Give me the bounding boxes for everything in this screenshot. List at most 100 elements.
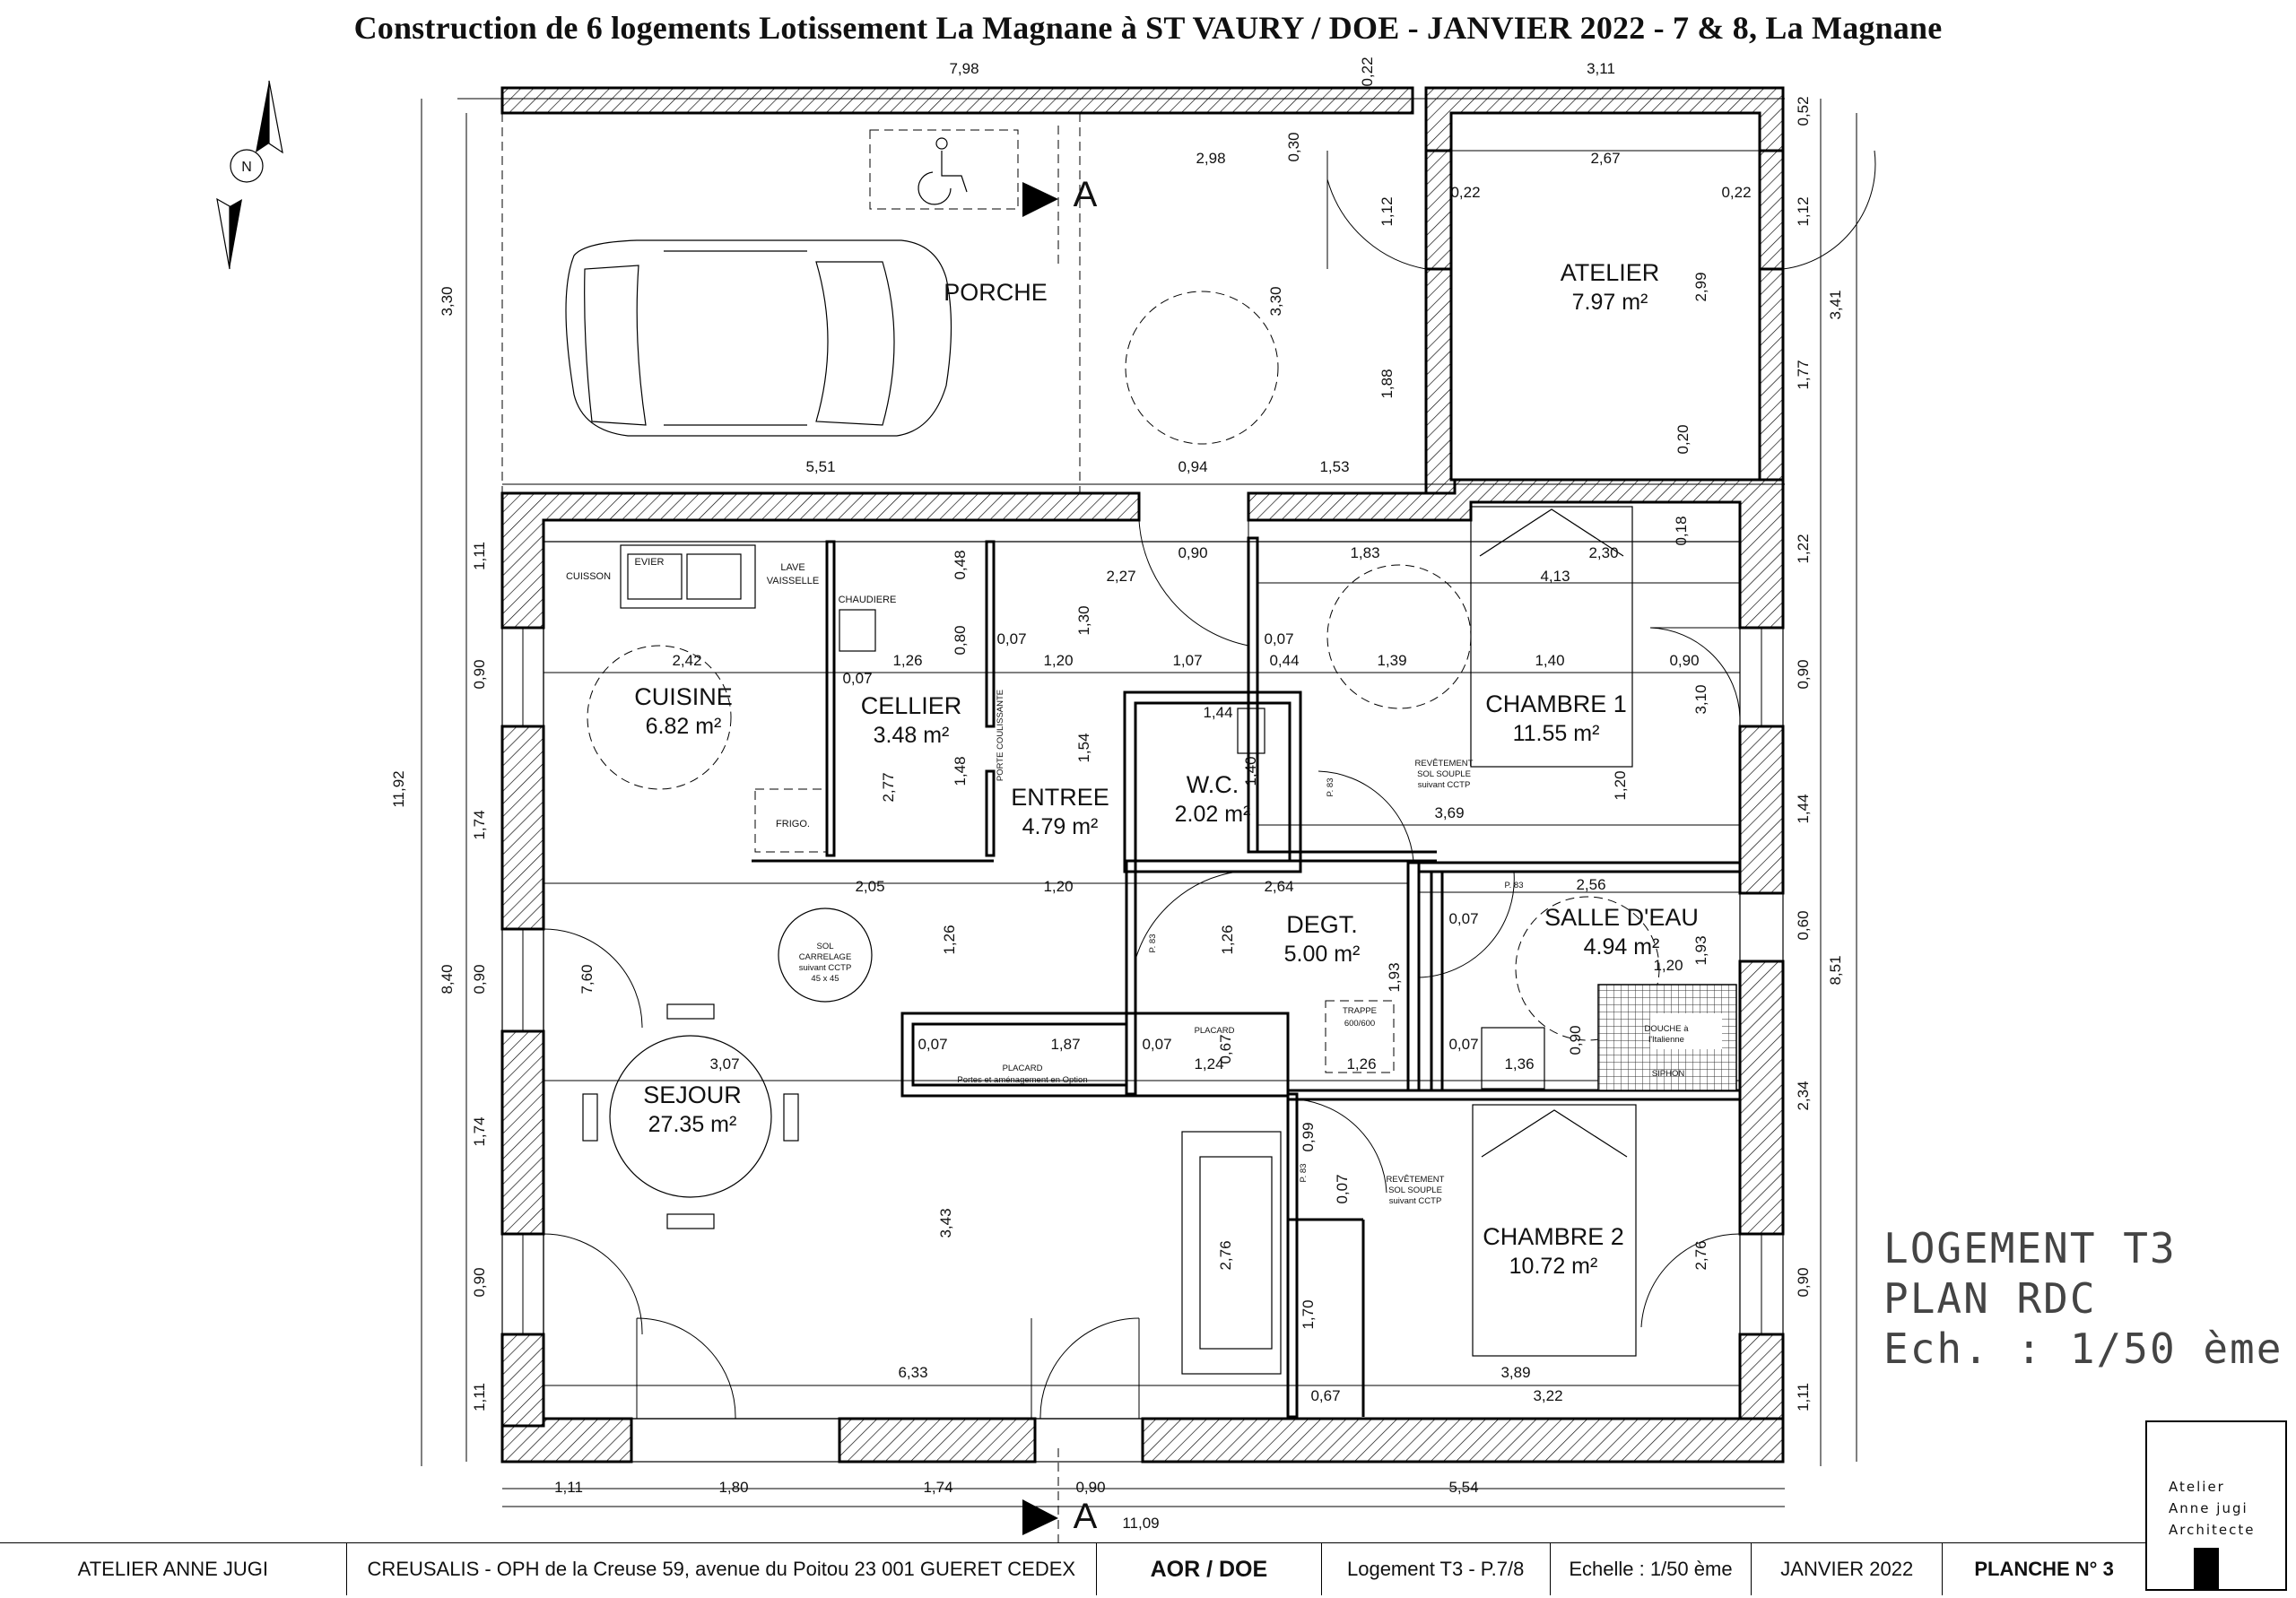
dim-1-54: 1,54 xyxy=(1075,733,1092,762)
dim-0-07-a: 0,07 xyxy=(996,630,1026,647)
dim-0-67-b: 0,67 xyxy=(1310,1387,1340,1404)
handicap-parking-sign xyxy=(869,129,1019,210)
dim-bottom-1-11: 1,11 xyxy=(554,1479,583,1496)
dim-0-90-e: 0,90 xyxy=(1567,1025,1584,1055)
room-area-wc: 2.02 m² xyxy=(1175,802,1251,827)
dim-1-36: 1,36 xyxy=(1504,1055,1534,1073)
dim-0-22-a: 0,22 xyxy=(1359,56,1376,86)
dim-0-07-d: 0,07 xyxy=(1448,910,1478,927)
dim-1-44-b: 1,44 xyxy=(1203,704,1232,721)
dim-right-2-34: 2,34 xyxy=(1795,1081,1812,1110)
dim-0-07-h: 0,07 xyxy=(1334,1174,1351,1203)
dim-0-07-c: 0,07 xyxy=(1264,630,1293,647)
room-area-salle-eau: 4.94 m² xyxy=(1584,934,1660,960)
dim-2-77: 2,77 xyxy=(880,772,897,802)
dim-1-20-d: 1,20 xyxy=(1653,957,1683,974)
dim-4-13: 4,13 xyxy=(1540,568,1570,585)
dim-1-20-a: 1,20 xyxy=(1043,652,1073,669)
dim-3-89: 3,89 xyxy=(1500,1364,1530,1381)
label-rev2-b: SOL SOUPLE xyxy=(1388,1185,1442,1195)
label-douche-1: DOUCHE à xyxy=(1644,1024,1689,1034)
boiler xyxy=(839,609,876,652)
dim-7-98: 7,98 xyxy=(949,60,978,77)
label-rev2-c: suivant CCTP xyxy=(1389,1196,1442,1206)
label-sol-2: CARRELAGE xyxy=(799,952,852,962)
dim-bottom-11-09: 11,09 xyxy=(1122,1515,1159,1532)
dim-0-07-f: 0,07 xyxy=(1142,1036,1171,1053)
label-rev1-b: SOL SOUPLE xyxy=(1417,769,1471,779)
north-letter: N xyxy=(241,160,252,175)
dim-door-0-90: 0,90 xyxy=(1178,544,1207,561)
logo-mark xyxy=(2194,1548,2219,1591)
dim-right-0-90-a: 0,90 xyxy=(1795,659,1812,689)
label-placard-1: PLACARD xyxy=(1003,1064,1043,1073)
cartouche-architect: ATELIER ANNE JUGI xyxy=(0,1543,347,1595)
cartouche-planche: PLANCHE N° 3 xyxy=(1974,1558,2114,1580)
legend-line-2: PLAN RDC xyxy=(1883,1274,2097,1323)
label-sol-1: SOL xyxy=(816,942,833,951)
logo-line-3: Architecte xyxy=(2169,1522,2256,1538)
dim-1-70: 1,70 xyxy=(1300,1299,1317,1329)
room-name-chambre2: CHAMBRE 2 xyxy=(1483,1223,1624,1250)
dim-0-18: 0,18 xyxy=(1673,516,1690,545)
dim-bottom-1-74: 1,74 xyxy=(923,1479,952,1496)
dim-1-26-b: 1,26 xyxy=(941,925,958,954)
dim-3-22: 3,22 xyxy=(1533,1387,1562,1404)
dim-0-30: 0,30 xyxy=(1285,132,1302,161)
label-p83-a: P. 83 xyxy=(1326,778,1335,797)
dim-2-05: 2,05 xyxy=(855,878,884,895)
dim-8-51: 8,51 xyxy=(1827,955,1844,985)
bed-chambre2 xyxy=(1472,1104,1637,1357)
dimension-lines xyxy=(421,98,1857,1507)
dim-5-51: 5,51 xyxy=(805,458,835,475)
kitchen-turning-circle xyxy=(587,645,732,790)
dim-2-98: 2,98 xyxy=(1196,150,1225,167)
dim-0-07-b: 0,07 xyxy=(842,670,872,687)
room-name-chambre1: CHAMBRE 1 xyxy=(1485,690,1627,717)
dim-6-33: 6,33 xyxy=(898,1364,927,1381)
dim-bottom-1-80: 1,80 xyxy=(718,1479,748,1496)
dim-3-11: 3,11 xyxy=(1587,60,1615,77)
exterior-walls xyxy=(500,86,1785,1463)
room-name-salle-eau: SALLE D'EAU xyxy=(1544,904,1699,931)
cartouche-phase: AOR / DOE xyxy=(1097,1543,1322,1595)
dim-1-26-a: 1,26 xyxy=(892,652,922,669)
dim-1-88: 1,88 xyxy=(1378,369,1396,398)
section-label-top: A xyxy=(1074,175,1098,214)
dim-2-56: 2,56 xyxy=(1576,876,1605,893)
cartouche-logement: Logement T3 - P.7/8 xyxy=(1322,1543,1551,1595)
dim-0-99: 0,99 xyxy=(1300,1122,1317,1151)
room-name-degt: DEGT. xyxy=(1286,911,1358,938)
north-arrow xyxy=(216,80,283,270)
label-douche-2: l'Italienne xyxy=(1648,1035,1684,1045)
label-lave-1: LAVE xyxy=(780,562,804,573)
room-name-entree: ENTREE xyxy=(1011,784,1109,811)
shower xyxy=(1597,984,1737,1091)
dim-left-1-74-a: 1,74 xyxy=(471,810,488,839)
dim-1-40: 1,40 xyxy=(1535,652,1564,669)
dim-0-94: 0,94 xyxy=(1178,458,1207,475)
label-p83-d: P. 83 xyxy=(1299,1164,1309,1183)
floor-plan: PORCHE ATELIER 7.97 m² CUISINE 6.82 m² C… xyxy=(216,56,1876,1542)
door-swings xyxy=(543,150,1876,1420)
cartouche-date: JANVIER 2022 xyxy=(1752,1543,1944,1595)
room-area-chambre1: 11.55 m² xyxy=(1513,721,1600,746)
fridge-outline xyxy=(754,788,828,853)
label-lave-2: VAISSELLE xyxy=(767,576,820,586)
room-name-wc: W.C. xyxy=(1187,771,1239,798)
cartouche-client: CREUSALIS - OPH de la Creuse 59, avenue … xyxy=(347,1543,1097,1595)
equipment-labels: CUISSON EVIER LAVE VAISSELLE CHAUDIERE F… xyxy=(241,160,1689,1536)
dim-1-20-b: 1,20 xyxy=(1612,770,1629,800)
label-placard-1b: Portes et aménagement en Option xyxy=(957,1075,1087,1085)
label-rev1-a: REVÊTEMENT xyxy=(1415,759,1474,769)
dim-left-0-90-a: 0,90 xyxy=(471,659,488,689)
label-chaudiere: CHAUDIERE xyxy=(839,595,897,605)
label-siphon: SIPHON xyxy=(1652,1069,1685,1079)
label-evier: EVIER xyxy=(634,557,664,568)
sofa xyxy=(1181,1131,1282,1375)
windows xyxy=(501,627,1784,1463)
dim-2-30: 2,30 xyxy=(1588,544,1618,561)
bathroom-sink xyxy=(1481,1027,1545,1090)
dim-1-26-c: 1,26 xyxy=(1219,925,1236,954)
dim-3-30-a: 3,30 xyxy=(439,286,456,316)
